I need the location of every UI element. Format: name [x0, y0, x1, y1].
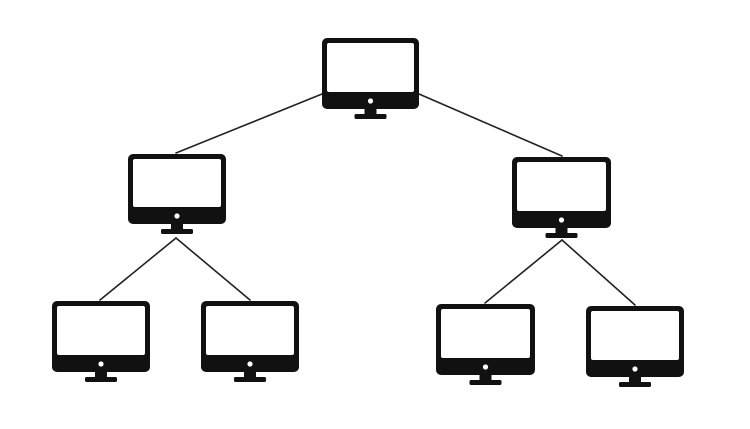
monitor-neck	[95, 372, 107, 378]
monitor-neck	[479, 375, 492, 381]
desktop-monitor-icon-right-left	[436, 304, 535, 385]
desktop-monitor-icon-root	[322, 38, 419, 119]
power-light	[367, 98, 374, 104]
monitor-screen	[441, 309, 530, 358]
monitor-screen	[517, 162, 606, 211]
monitor-base	[545, 233, 578, 238]
monitor-neck	[244, 372, 256, 378]
monitor-neck	[555, 228, 568, 234]
connection-line-left-to-left-left	[99, 237, 177, 301]
power-light	[558, 217, 565, 223]
monitor-screen	[206, 306, 294, 355]
monitor-nodes	[52, 38, 684, 387]
power-light	[482, 364, 489, 370]
monitor-screen	[133, 159, 221, 207]
monitor-neck	[171, 224, 183, 230]
monitor-base	[469, 380, 502, 385]
connection-line-root-to-right	[418, 93, 563, 157]
desktop-monitor-icon-right	[512, 157, 611, 238]
monitor-neck	[629, 377, 641, 383]
monitor-neck	[364, 109, 377, 115]
power-light	[247, 361, 253, 367]
monitor-screen	[591, 311, 679, 360]
desktop-monitor-icon-left-left	[52, 301, 150, 382]
desktop-monitor-icon-right-right	[586, 306, 684, 387]
monitor-base	[161, 229, 193, 234]
desktop-monitor-icon-left	[128, 154, 226, 234]
power-light	[632, 366, 638, 372]
connection-line-left-to-left-right	[175, 237, 251, 301]
connection-line-right-to-right-right	[561, 239, 636, 306]
connection-line-right-to-right-left	[484, 239, 563, 304]
monitor-base	[85, 377, 117, 382]
monitor-base	[354, 114, 387, 119]
connection-line-root-to-left	[175, 93, 323, 154]
power-light	[98, 361, 104, 367]
monitor-base	[234, 377, 266, 382]
connection-lines	[99, 93, 636, 306]
desktop-monitor-icon-left-right	[201, 301, 299, 382]
monitor-screen	[327, 43, 414, 92]
power-light	[174, 213, 180, 219]
monitor-base	[619, 382, 651, 387]
monitor-screen	[57, 306, 145, 355]
